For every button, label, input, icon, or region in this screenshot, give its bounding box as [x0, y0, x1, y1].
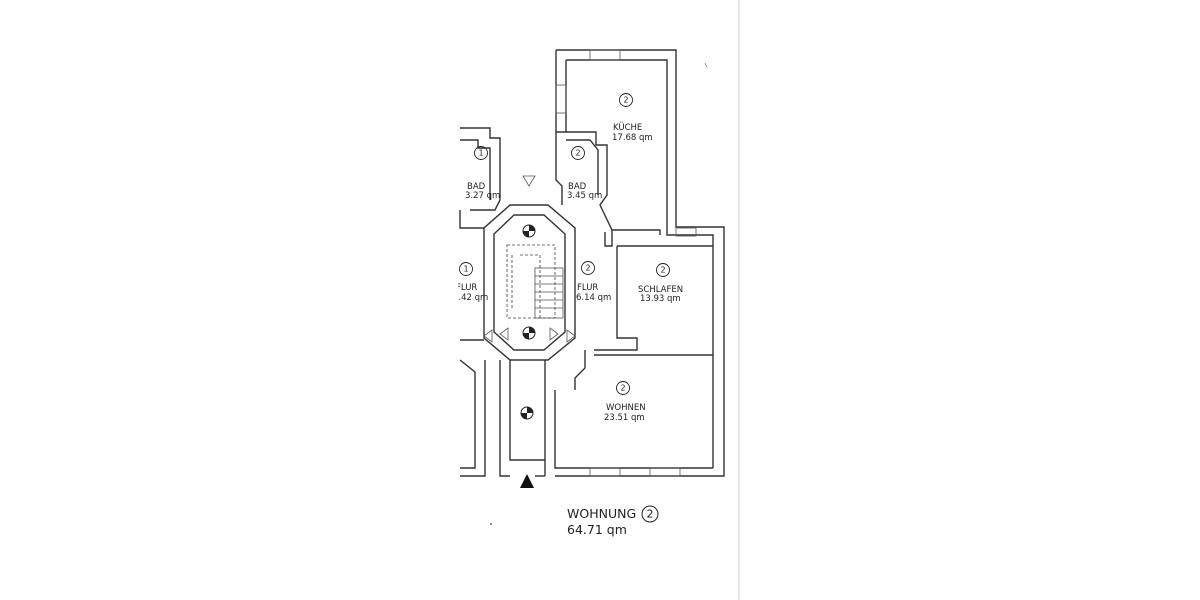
room-bad-2: 2 BAD 3.45 qm	[567, 146, 602, 201]
room-name: BAD	[467, 182, 486, 192]
room-number: 2	[585, 264, 590, 273]
room-number: 2	[620, 384, 625, 393]
room-number: 2	[623, 96, 628, 105]
room-area: 3.27 qm	[465, 191, 500, 201]
room-bad-1: 1 BAD 3.27 qm	[465, 146, 500, 201]
level-marker-symbols	[520, 224, 536, 420]
room-wohnen: 2 WOHNEN 23.51 qm	[604, 381, 646, 423]
room-name: BAD	[568, 182, 587, 192]
apartment-number: 2	[647, 508, 654, 521]
room-name: FLUR	[456, 283, 477, 293]
room-number: 2	[575, 149, 580, 158]
room-flur-2: 2 FLUR 6.14 qm	[576, 261, 611, 303]
apartment-total-area: 64.71 qm	[567, 522, 627, 537]
room-number: 1	[463, 265, 468, 274]
room-flur-1: 1 FLUR 5.42 qm	[453, 262, 488, 303]
room-kueche: 2 KÜCHE 17.68 qm	[612, 93, 653, 143]
room-schlafen: 2 SCHLAFEN 13.93 qm	[638, 263, 683, 304]
apartment-title: WOHNUNG	[567, 506, 636, 521]
room-name: WOHNEN	[606, 403, 646, 413]
room-number: 2	[660, 266, 665, 275]
room-name: SCHLAFEN	[638, 285, 683, 295]
room-area: 13.93 qm	[640, 294, 681, 304]
room-name: FLUR	[577, 283, 598, 293]
room-area: 23.51 qm	[604, 413, 645, 423]
entrance-arrow-icon	[520, 474, 534, 488]
room-number: 1	[478, 149, 483, 158]
room-area: 5.42 qm	[453, 293, 488, 303]
scan-speck	[490, 523, 492, 525]
walls	[459, 49, 725, 477]
room-area: 6.14 qm	[576, 293, 611, 303]
room-area: 3.45 qm	[567, 191, 602, 201]
room-area: 17.68 qm	[612, 133, 653, 143]
apartment-summary: WOHNUNG 2 64.71 qm	[567, 505, 659, 537]
room-name: KÜCHE	[613, 122, 642, 133]
scan-mark	[704, 62, 708, 68]
